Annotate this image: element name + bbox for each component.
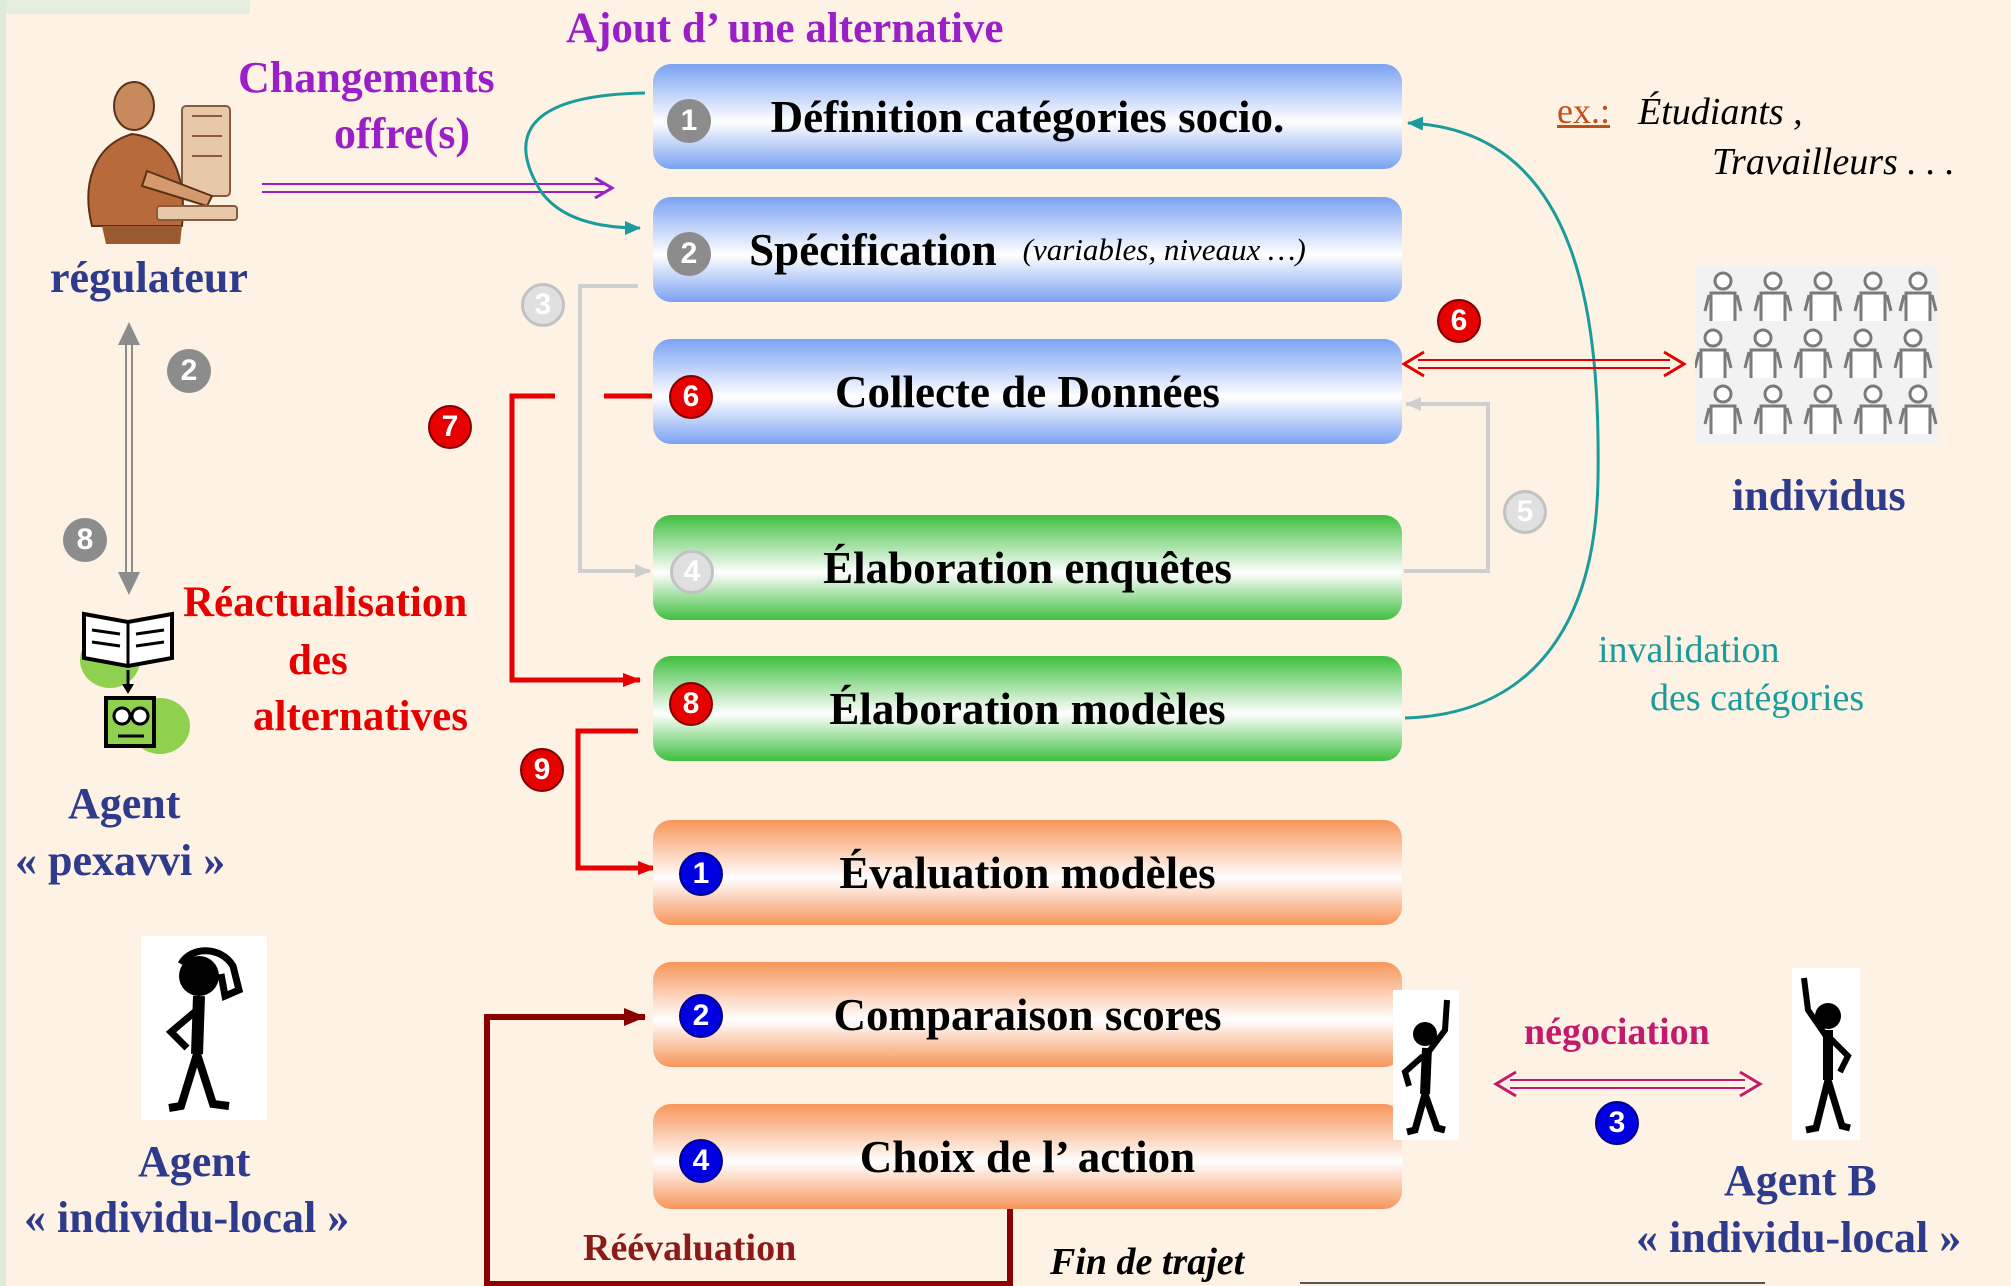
agent-b-name: « individu-local » — [1636, 1213, 1962, 1262]
des-categories-label: des catégories — [1650, 677, 1865, 719]
thinking-stickman-icon — [141, 936, 267, 1120]
box-comparaison-scores[interactable]: Comparaison scores — [653, 962, 1402, 1067]
badge-regulateur-2: 2 — [167, 349, 211, 393]
changements-label: Changements — [238, 53, 495, 102]
reactualisation-label: Réactualisation — [183, 579, 468, 626]
box-definition-categories[interactable]: Définition catégories socio. — [653, 64, 1402, 169]
alternatives-label: alternatives — [253, 693, 468, 740]
fin-trajet-label: Fin de trajet — [1050, 1241, 1245, 1283]
box-label: Évaluation modèles — [839, 847, 1216, 898]
offres-label: offre(s) — [334, 109, 470, 158]
box-evaluation-modeles[interactable]: Évaluation modèles — [653, 820, 1402, 925]
step-badge: 4 — [679, 1139, 723, 1183]
box-label: Collecte de Données — [835, 366, 1220, 417]
box-label: Élaboration modèles — [829, 683, 1226, 734]
badge-step-9: 9 — [520, 748, 564, 792]
box-label: Spécification — [749, 224, 997, 275]
badge-step-5: 5 — [1503, 490, 1547, 534]
agent-local-label: Agent — [138, 1137, 251, 1186]
badge-agent-8: 8 — [63, 518, 107, 562]
negociation-label: négociation — [1524, 1011, 1710, 1053]
box-collecte-donnees[interactable]: Collecte de Données — [653, 339, 1402, 444]
book-reader-icon — [76, 608, 194, 758]
crowd-icon — [1693, 266, 1938, 444]
step-badge: 1 — [667, 99, 711, 143]
agent-local-name: « individu-local » — [24, 1193, 350, 1242]
waving-stickman-b-icon — [1792, 968, 1860, 1140]
box-label: Choix de l’ action — [859, 1131, 1196, 1182]
reactualisation-des-label: des — [288, 637, 348, 684]
invalidation-label: invalidation — [1598, 629, 1780, 671]
box-sublabel: (variables, niveaux …) — [1022, 231, 1306, 267]
badge-step-7: 7 — [428, 405, 472, 449]
step-badge: 4 — [670, 550, 714, 594]
box-label: Comparaison scores — [833, 989, 1222, 1040]
box-choix-action[interactable]: Choix de l’ action — [653, 1104, 1402, 1209]
step-badge: 2 — [679, 994, 723, 1038]
box-label: Définition catégories socio. — [770, 91, 1285, 142]
ex-travailleurs: Travailleurs . . . — [1712, 141, 1955, 183]
ex-prefix: ex.: — [1557, 91, 1610, 131]
slide-left-strip — [0, 0, 6, 1286]
box-elaboration-enquetes[interactable]: Élaboration enquêtes — [653, 515, 1402, 620]
agent-b-label: Agent B — [1724, 1156, 1877, 1205]
office-worker-icon — [62, 76, 252, 251]
ex-etudiants: Étudiants , — [1638, 91, 1803, 133]
slide-corner — [0, 0, 250, 14]
box-elaboration-modeles[interactable]: Élaboration modèles — [653, 656, 1402, 761]
step-badge: 2 — [667, 232, 711, 276]
step-badge: 8 — [669, 682, 713, 726]
step-badge: 1 — [679, 852, 723, 896]
box-label: Élaboration enquêtes — [823, 542, 1232, 593]
step-badge: 6 — [669, 375, 713, 419]
regulateur-label: régulateur — [50, 253, 248, 302]
badge-step-3: 3 — [521, 283, 565, 327]
diagram-title: Ajout d’ une alternative — [566, 5, 1004, 52]
reevaluation-label: Réévaluation — [583, 1227, 797, 1269]
agent-pexavvi-name: « pexavvi » — [15, 836, 226, 885]
badge-negociation-3: 3 — [1595, 1101, 1639, 1145]
agent-pexavvi-label: Agent — [68, 779, 181, 828]
box-specification[interactable]: Spécification (variables, niveaux …) — [653, 197, 1402, 302]
individus-label: individus — [1732, 471, 1906, 520]
waving-stickman-icon — [1393, 990, 1459, 1140]
badge-step-6: 6 — [1437, 299, 1481, 343]
